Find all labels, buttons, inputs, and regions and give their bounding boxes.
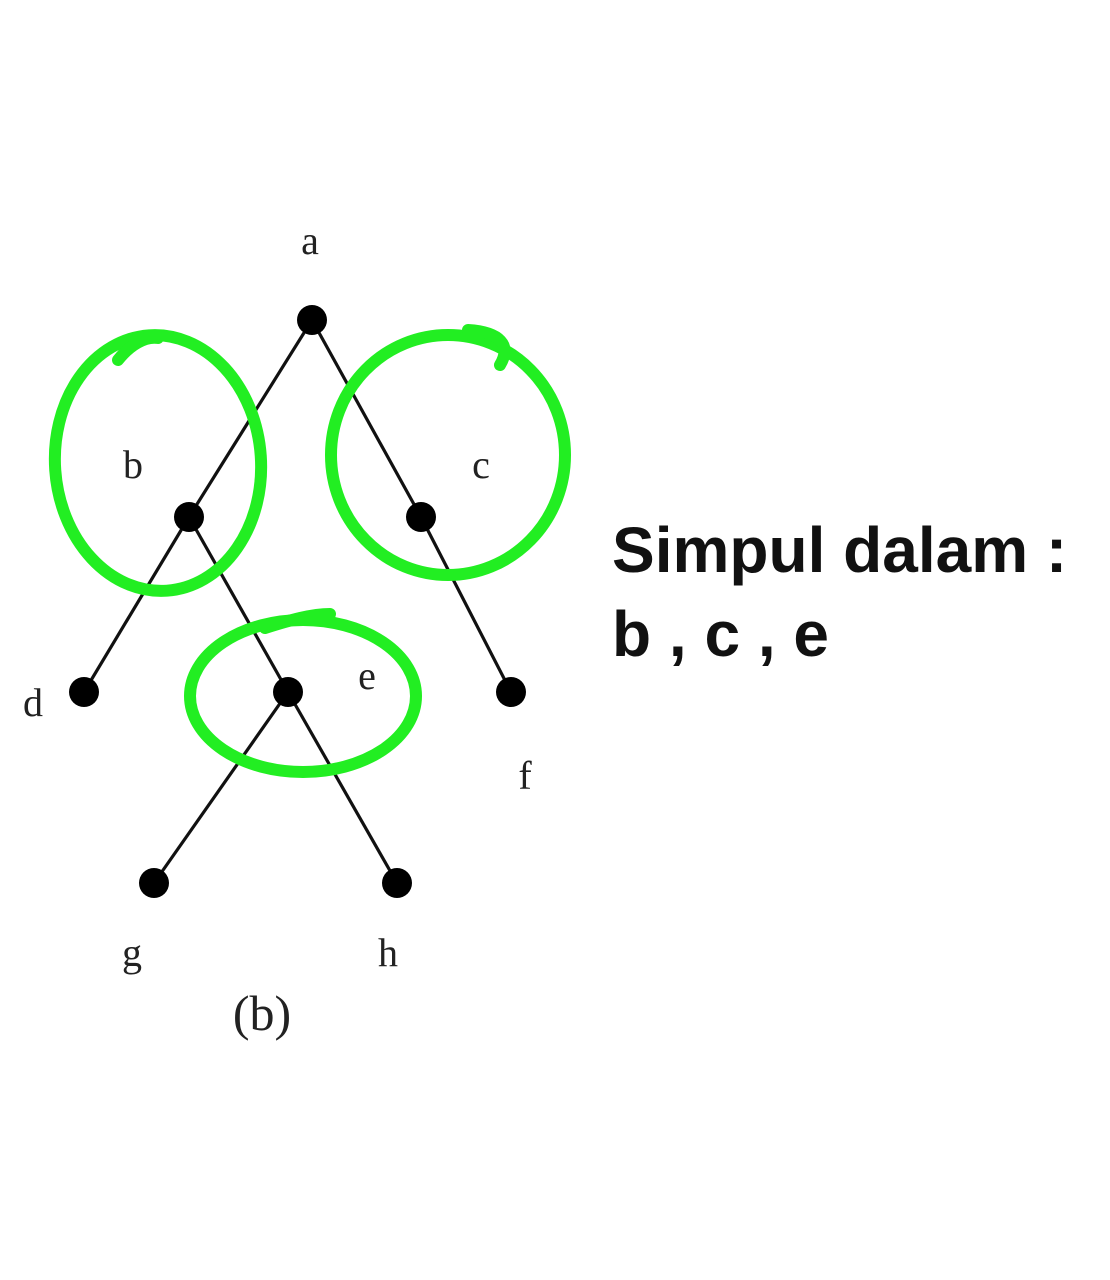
edge-b-d bbox=[82, 516, 191, 693]
node-label-f: f bbox=[518, 753, 532, 798]
tree-edges bbox=[82, 319, 513, 884]
node-g bbox=[139, 868, 169, 898]
node-b bbox=[174, 502, 204, 532]
node-label-h: h bbox=[378, 930, 398, 975]
tree-nodes bbox=[69, 305, 526, 898]
node-label-e: e bbox=[358, 653, 376, 698]
highlight-stroke-tail-c bbox=[462, 324, 511, 371]
highlight-stroke-tail-b bbox=[112, 331, 164, 366]
node-label-a: a bbox=[301, 218, 319, 263]
edge-e-g bbox=[152, 691, 290, 884]
annotation-line-2: b , c , e bbox=[612, 598, 829, 670]
tree-labels: a b c d e f g h bbox=[23, 218, 532, 975]
highlight-circle-b bbox=[48, 329, 268, 597]
node-label-c: c bbox=[472, 442, 490, 487]
node-label-g: g bbox=[122, 930, 142, 975]
edge-e-h bbox=[286, 691, 399, 884]
highlight-stroke-tail-e bbox=[259, 608, 336, 634]
node-a bbox=[297, 305, 327, 335]
node-f bbox=[496, 677, 526, 707]
node-label-b: b bbox=[123, 442, 143, 487]
node-h bbox=[382, 868, 412, 898]
node-label-d: d bbox=[23, 680, 43, 725]
node-d bbox=[69, 677, 99, 707]
annotation-text: Simpul dalam : b , c , e bbox=[612, 508, 1067, 676]
highlight-circles bbox=[48, 324, 571, 778]
annotation-line-1: Simpul dalam : bbox=[612, 514, 1068, 586]
node-e bbox=[273, 677, 303, 707]
figure-caption: (b) bbox=[233, 985, 291, 1041]
edge-a-c bbox=[310, 319, 423, 518]
edge-b-e bbox=[187, 516, 290, 693]
highlight-circle-c bbox=[325, 329, 571, 581]
edge-c-f bbox=[419, 516, 513, 693]
highlight-circle-e bbox=[184, 614, 422, 778]
node-c bbox=[406, 502, 436, 532]
